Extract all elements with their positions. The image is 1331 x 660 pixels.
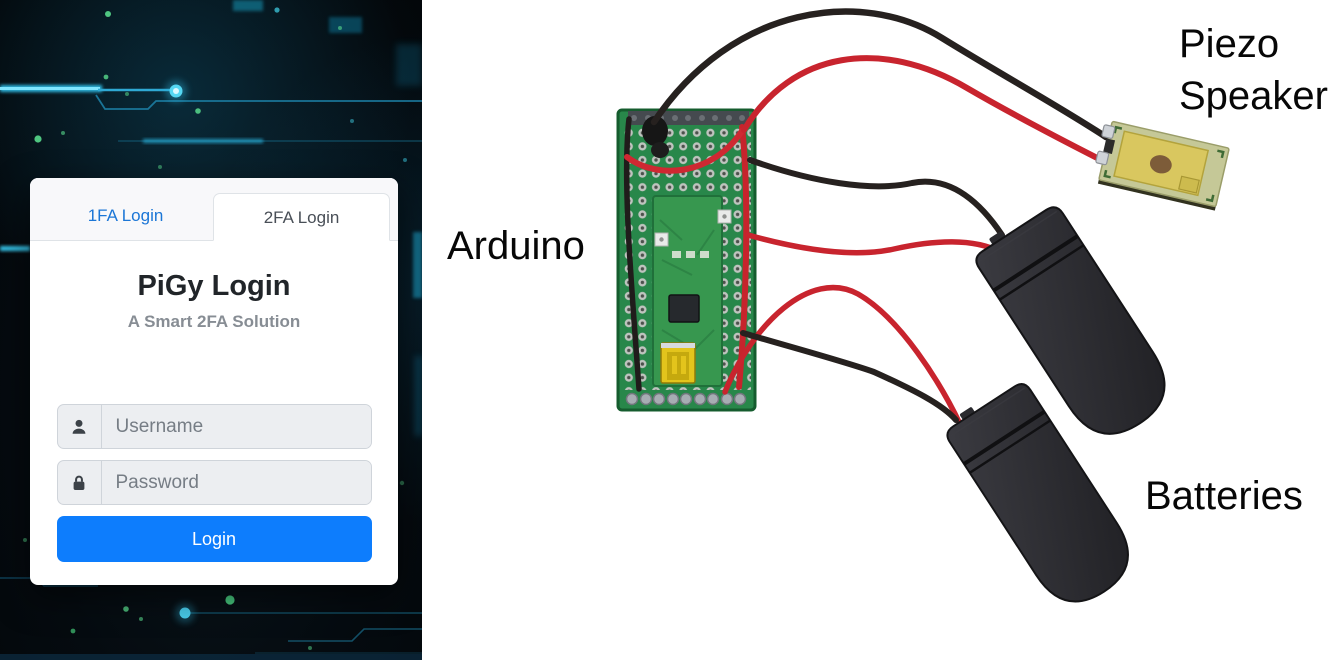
wire-black-battery-2 [740,330,959,423]
buzzer-component [642,116,669,158]
wire-red-battery-2 [722,285,963,427]
label-arduino: Arduino [447,224,585,268]
wire-red-board-right [736,124,750,390]
login-form: Login [56,404,372,562]
username-group [56,404,372,449]
circuit-background [0,0,422,660]
lock-icon [58,461,102,504]
label-piezo-speaker: Piezo Speaker [1179,18,1328,122]
usb-connector [660,342,696,384]
login-button[interactable]: Login [56,516,372,562]
circuit-patches [0,0,422,660]
page-title: PiGy Login [137,270,291,302]
particle-dots [23,7,407,650]
password-input[interactable] [101,461,371,504]
wire-black-piezo [650,8,1110,141]
wire-black-battery-1 [747,157,1005,238]
microcontroller-module [652,195,732,387]
wire-black-board-left [623,116,642,392]
wire-red-board-top [624,128,745,174]
arduino-board [616,108,757,412]
label-batteries: Batteries [1145,474,1303,518]
circuit-lines [0,85,422,654]
glow-nodes [165,80,195,623]
login-panel: 1FA Login 2FA Login PiGy Login A Smart 2… [0,0,422,660]
password-group [56,460,372,505]
tab-2fa-login[interactable]: 2FA Login [213,193,390,241]
label-piezo-line2: Speaker [1179,74,1328,118]
label-piezo-line1: Piezo [1179,22,1280,66]
hardware-diagram: Arduino Piezo Speaker Batteries [422,0,1331,660]
username-input[interactable] [101,405,371,448]
chip [668,294,700,323]
hardware-photo [616,8,1230,620]
user-icon [58,405,102,448]
bottom-header-pins [625,392,747,406]
login-card: 1FA Login 2FA Login PiGy Login A Smart 2… [30,178,398,585]
login-tabs: 1FA Login 2FA Login [30,178,398,241]
login-card-body: PiGy Login A Smart 2FA Solution [30,241,398,562]
wire-red-battery-1 [745,232,1003,256]
page-subtitle: A Smart 2FA Solution [127,312,301,331]
tab-1fa-login[interactable]: 1FA Login [87,206,164,225]
piezo-speaker [1095,120,1230,211]
wire-red-piezo [741,55,1106,164]
